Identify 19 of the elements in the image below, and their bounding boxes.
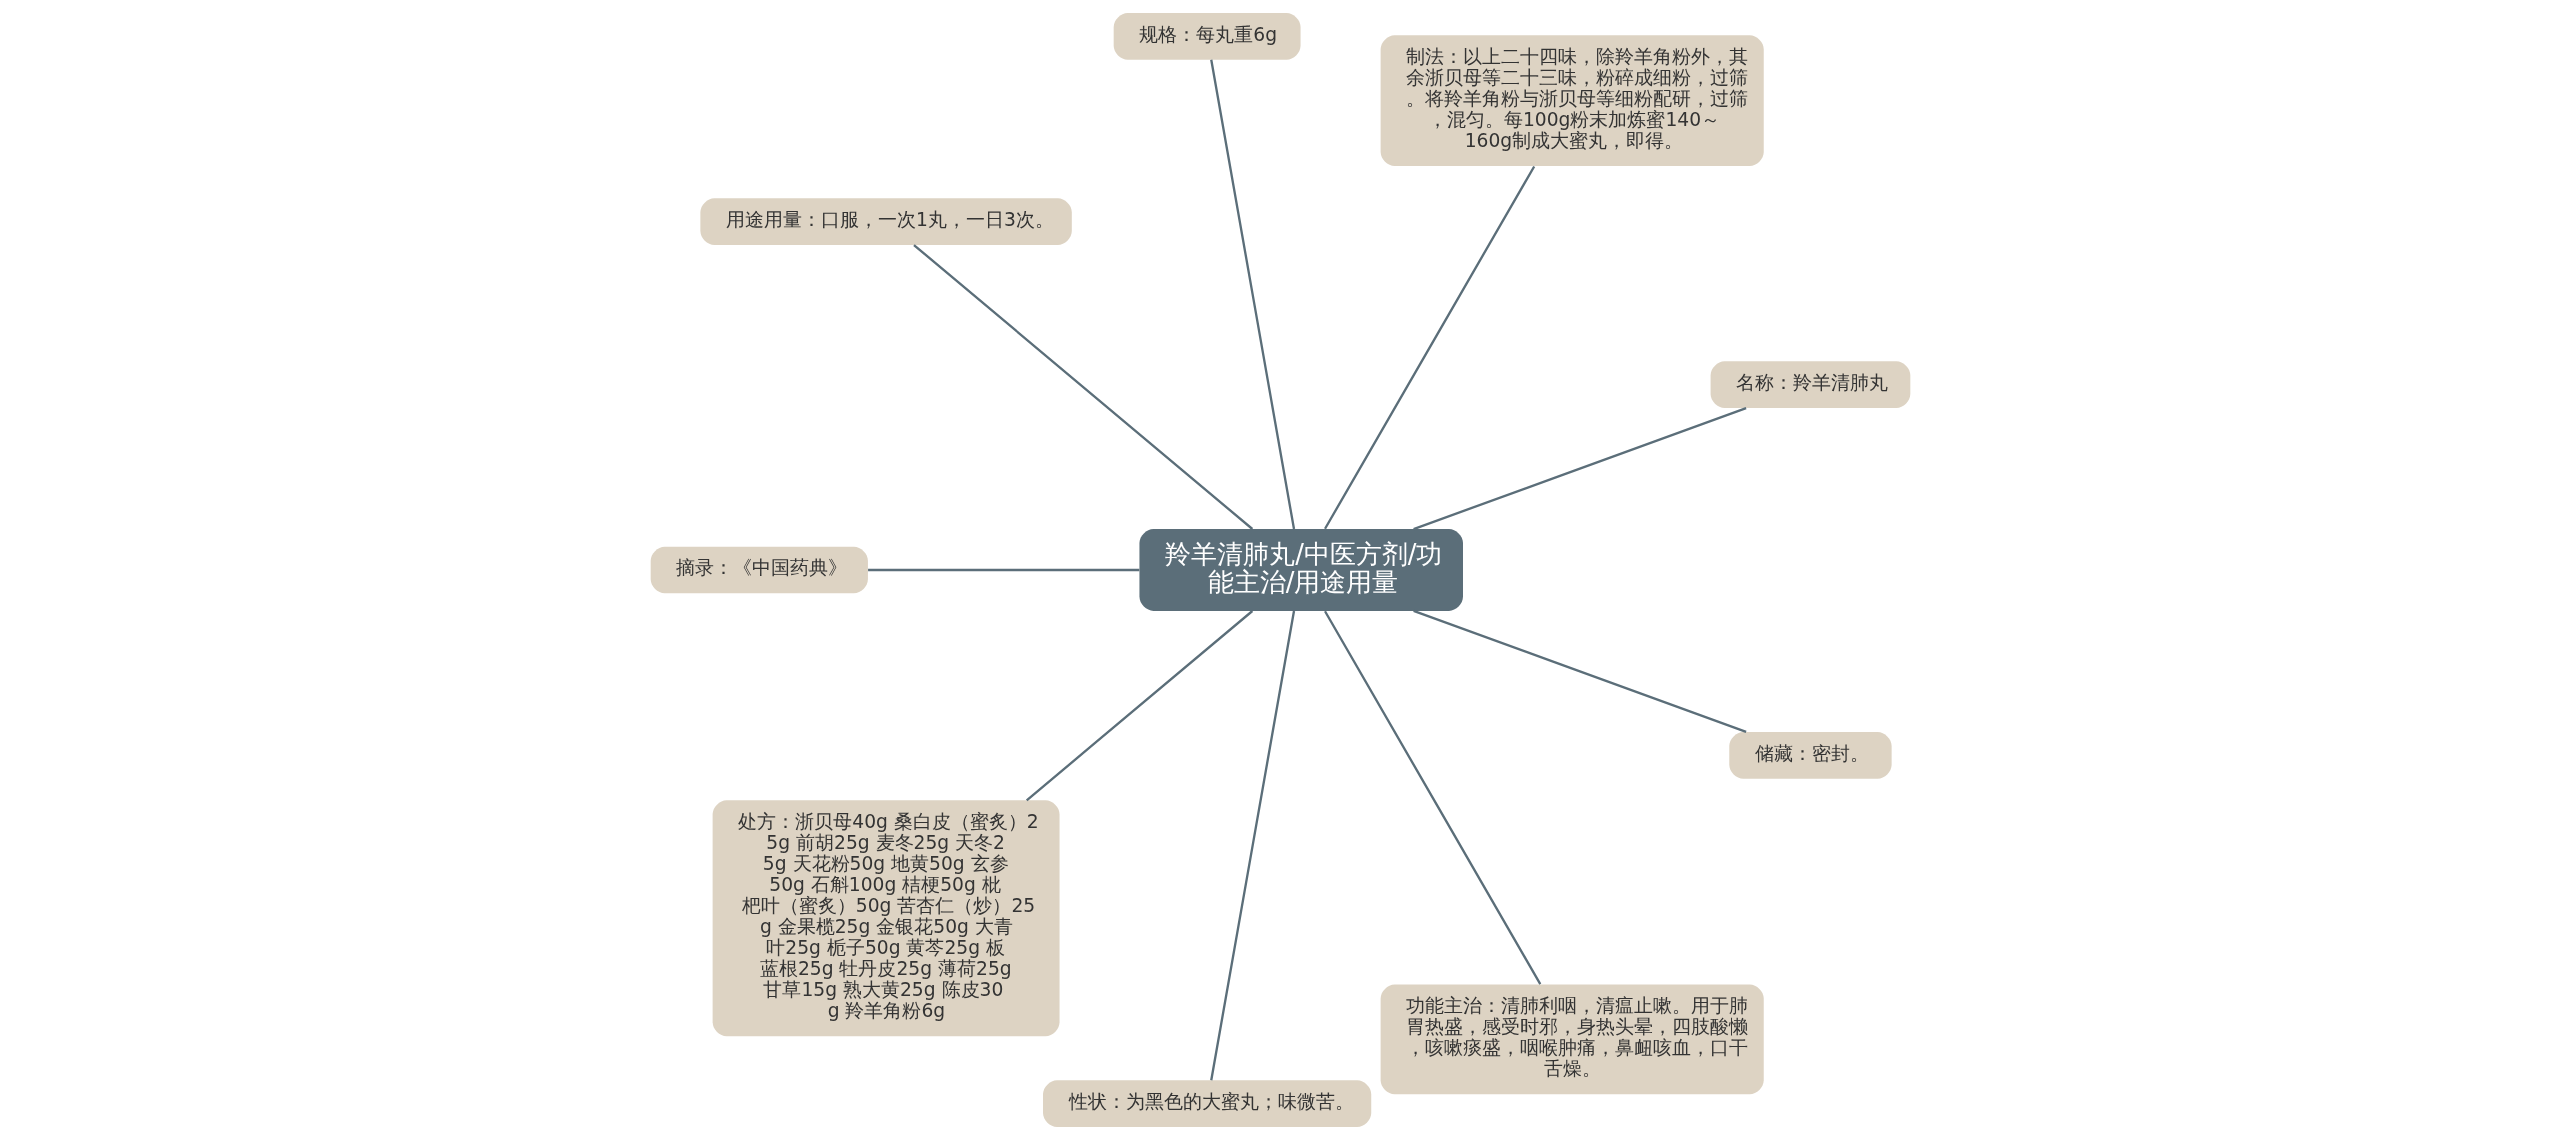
node-box: 性状：为黑色的大蜜丸；味微苦。	[1042, 1080, 1371, 1128]
node-box: 规格：每丸重6g	[1113, 12, 1301, 60]
node-box: 名称：羚羊清肺丸	[1710, 361, 1910, 408]
connector	[1323, 610, 1541, 985]
connector	[867, 568, 1139, 572]
node-box: 处方：浙贝母40g 桑白皮（蜜炙）25g 前胡25g 麦冬25g 天冬25g 天花粉50g 地黄50g 玄参50g 石斛100g 桔梗50g 枇杷叶（蜜炙）50g 苦杏仁（炒）25g 金果榄25g 金银花50g 大青叶25g 栀子50g 黄芩25g 板蓝根25g 牡丹皮25g 薄荷25g 甘草15g 熟大黄25g 陈皮30g 羚羊角粉6g	[712, 800, 1060, 1037]
connector	[1025, 610, 1253, 802]
node-box: 功能主治：清肺利咽，清瘟止嗽。用于肺胃热盛，感受时邪，身热头晕，四肢酸懒，咳嗽痰盛，咽喉肿痛，鼻衄咳血，口干舌燥。	[1380, 984, 1764, 1095]
node-box: 摘录：《中国药典》	[650, 546, 868, 594]
node-box: 储藏：密封。	[1728, 732, 1892, 779]
connector	[1323, 165, 1535, 530]
node-box: 制法：以上二十四味，除羚羊角粉外，其余浙贝母等二十三味，粉碎成细粉，过筛。将羚羊角粉与浙贝母等细粉配研，过筛，混匀。每100g粉末加炼蜜140～160g制成大蜜丸，即得。	[1380, 35, 1764, 167]
connector	[912, 244, 1253, 530]
connector	[1412, 406, 1746, 531]
connector	[1412, 609, 1746, 734]
node-box: 羚羊清肺丸/中医方剂/功能主治/用途用量	[1138, 529, 1463, 611]
node-box: 用途用量：口服，一次1丸，一日3次。	[699, 198, 1072, 246]
connector	[1209, 610, 1295, 1081]
connector	[1209, 59, 1295, 530]
